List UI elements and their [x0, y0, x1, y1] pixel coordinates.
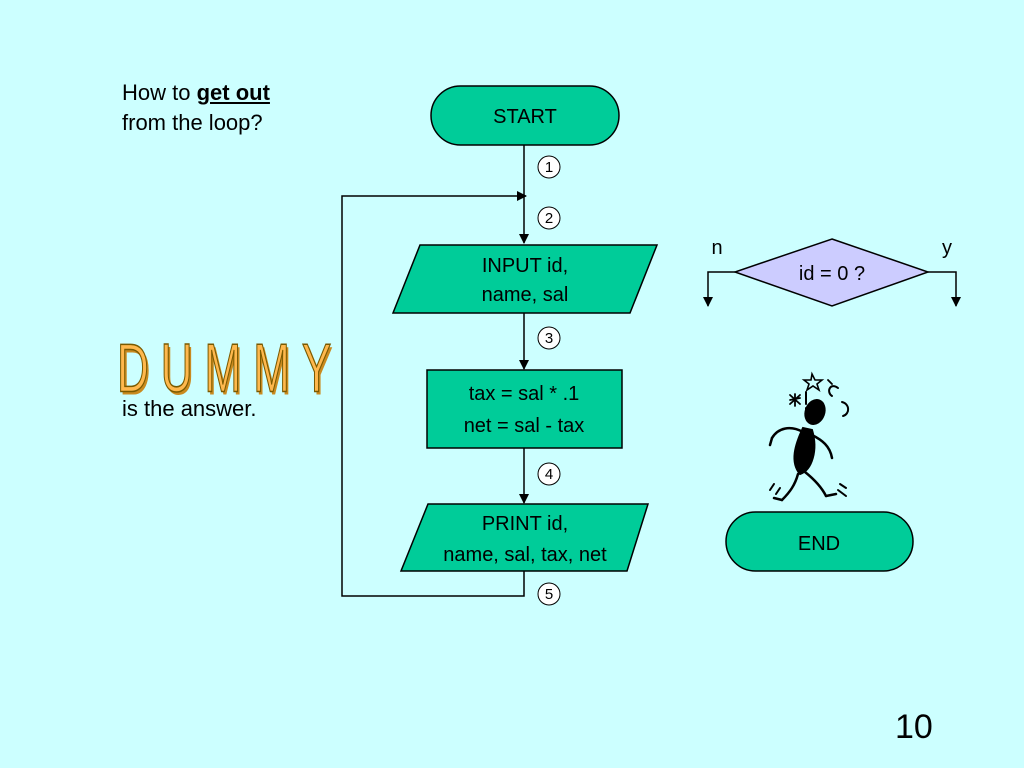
start-label: START [493, 106, 557, 128]
question-prefix: How to [122, 80, 191, 105]
svg-text:2: 2 [545, 210, 553, 227]
decision-yes-label: y [942, 237, 952, 259]
step-markers: 1 2 3 4 5 [537, 155, 561, 606]
question-text: How to get out from the loop? [122, 78, 270, 138]
step-marker-3: 3 [537, 326, 561, 350]
step-marker-5: 5 [537, 582, 561, 606]
end-label: END [798, 533, 840, 555]
start-terminal: START [430, 85, 620, 146]
question-emphasis: get out [196, 80, 270, 105]
print-line1: PRINT id, [482, 513, 568, 535]
svg-text:5: 5 [545, 586, 553, 603]
step-marker-4: 4 [537, 462, 561, 486]
input-shape: INPUT id, name, sal [391, 244, 659, 314]
decision-diamond: id = 0 ? [732, 238, 931, 307]
connector-lines [341, 145, 961, 597]
question-line2: from the loop? [122, 110, 263, 135]
decision-no-branch [703, 271, 735, 307]
input-line1: INPUT id, [482, 255, 568, 277]
decision-label: id = 0 ? [799, 263, 865, 285]
answer-text: is the answer. [122, 396, 257, 421]
print-shape: PRINT id, name, sal, tax, net [399, 503, 650, 572]
print-line2: name, sal, tax, net [443, 544, 607, 566]
svg-text:1: 1 [545, 159, 553, 176]
dummy-wordart: DUMMY [117, 330, 344, 408]
dizzy-figure-icon [768, 371, 850, 502]
process-line1: tax = sal * .1 [469, 383, 580, 405]
svg-text:3: 3 [545, 330, 553, 347]
input-line2: name, sal [482, 284, 569, 306]
step-marker-2: 2 [537, 206, 561, 230]
svg-text:4: 4 [545, 466, 553, 483]
step-marker-1: 1 [537, 155, 561, 179]
process-line2: net = sal - tax [464, 415, 585, 437]
process-box: tax = sal * .1 net = sal - tax [426, 369, 623, 449]
decision-no-label: n [711, 237, 722, 259]
decision-yes-branch [928, 271, 961, 307]
end-terminal: END [725, 511, 914, 572]
page-number: 10 [895, 708, 933, 746]
loop-back-line [341, 191, 527, 597]
